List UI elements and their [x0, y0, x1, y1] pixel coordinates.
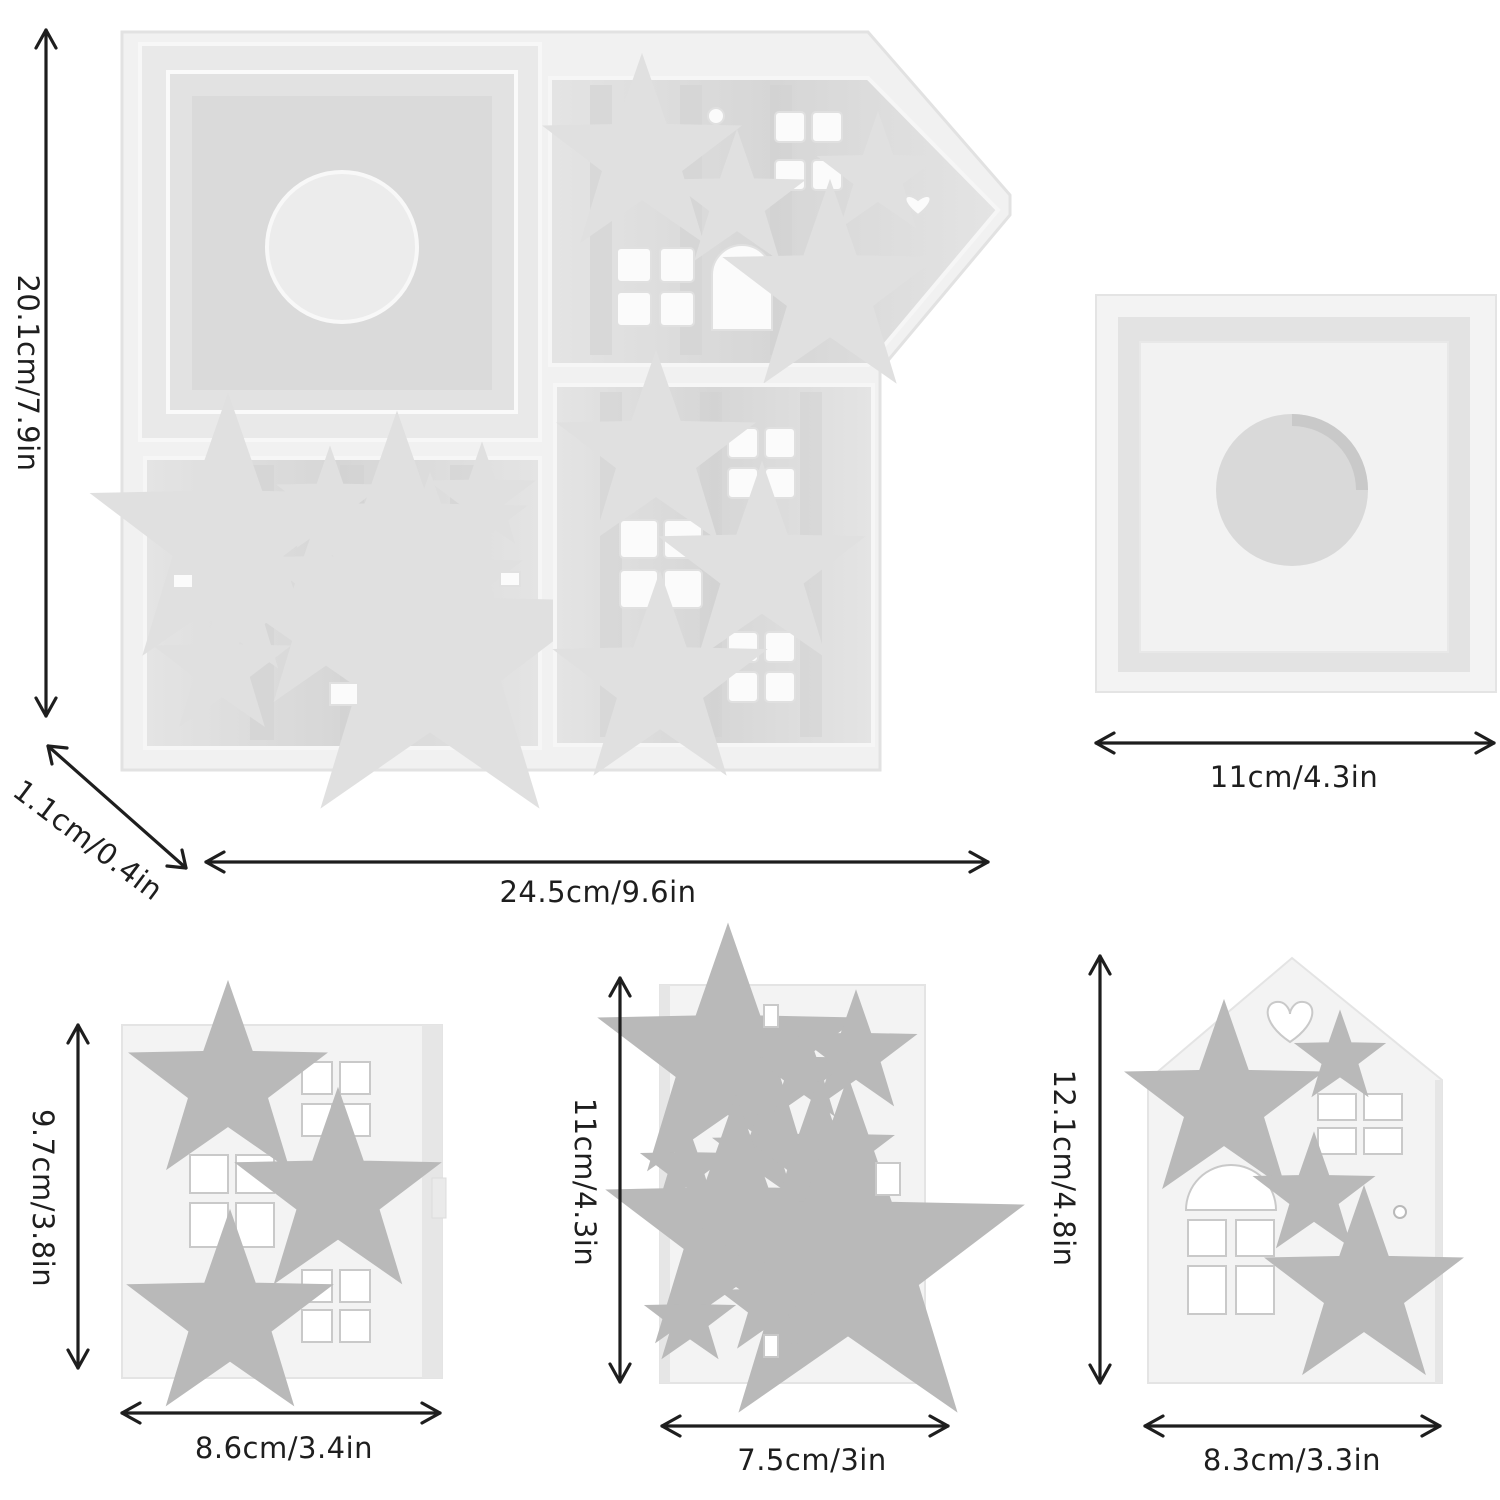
side-wall-piece	[121, 1024, 447, 1379]
label-mold-height: 20.1cm/7.9in	[11, 274, 45, 471]
dimension-arrows	[34, 28, 1496, 1438]
arrow-side-wall-height	[66, 1023, 90, 1370]
arrow-mold-height	[34, 28, 58, 718]
arrow-star-wall-height	[608, 976, 632, 1384]
star-relief	[173, 484, 521, 705]
star-cutout	[675, 1026, 892, 1330]
arrow-mold-depth	[46, 744, 188, 870]
arrow-gable-wall-width	[1143, 1414, 1442, 1438]
label-mold-depth: 1.1cm/0.4in	[7, 773, 170, 907]
label-star-wall-width: 7.5cm/3in	[737, 1443, 886, 1477]
arrow-star-wall-width	[660, 1414, 950, 1438]
label-star-wall-height: 11cm/4.3in	[568, 1098, 602, 1266]
label-gable-wall-width: 8.3cm/3.3in	[1203, 1443, 1381, 1477]
window-cutout	[189, 1061, 371, 1343]
silicone-mold	[120, 30, 1012, 772]
star-wall-piece	[659, 984, 925, 1384]
heart-cutout	[1266, 1000, 1314, 1044]
mold-cavity-gable-wall	[548, 76, 1001, 367]
label-gable-wall-height: 12.1cm/4.8in	[1047, 1069, 1081, 1266]
label-base-width: 11cm/4.3in	[1210, 760, 1378, 794]
arrow-gable-wall-height	[1088, 954, 1112, 1385]
label-side-wall-width: 8.6cm/3.4in	[195, 1431, 373, 1465]
gable-wall-piece	[1147, 956, 1443, 1384]
mold-cavity-star-wall	[143, 456, 542, 750]
label-mold-width: 24.5cm/9.6in	[499, 875, 696, 909]
window-relief	[616, 111, 843, 331]
arrow-side-wall-width	[120, 1401, 442, 1425]
window-cutout	[1184, 1093, 1403, 1315]
circle-recess	[1216, 414, 1368, 566]
star-cutout	[1199, 1046, 1406, 1311]
base-piece	[1095, 294, 1497, 693]
circle-relief	[265, 170, 419, 324]
window-relief	[619, 427, 796, 703]
arrow-base-width	[1094, 731, 1496, 755]
heart-relief	[904, 195, 932, 217]
label-side-wall-height: 9.7cm/3.8in	[26, 1109, 60, 1287]
arrow-mold-width	[204, 850, 990, 874]
mold-cavity-base	[138, 42, 542, 442]
star-relief	[617, 108, 893, 315]
mold-cavity-side-wall	[553, 383, 875, 747]
